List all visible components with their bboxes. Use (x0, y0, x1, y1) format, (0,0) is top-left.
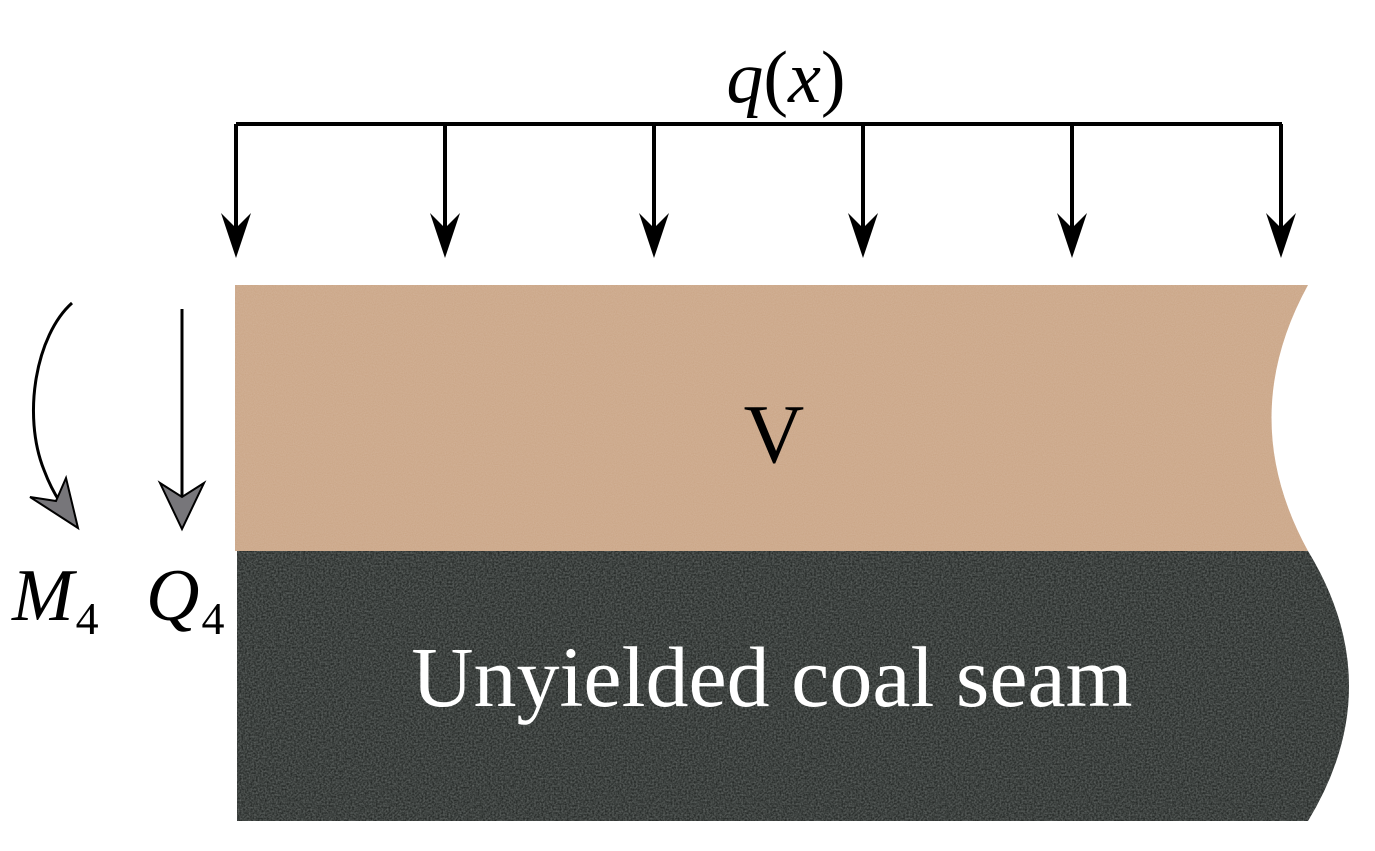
moment-arrow-curve (32, 301, 73, 503)
load-arrow-4 (848, 124, 878, 258)
moment-subscript: 4 (76, 593, 99, 644)
upper-layer-v (235, 285, 1308, 551)
load-variable: x (787, 37, 821, 119)
arrow-down-icon (1266, 213, 1296, 258)
arrow-down-icon (221, 213, 251, 258)
arrow-down-icon (1057, 213, 1087, 258)
coal-seam-label: Unyielded coal seam (411, 629, 1132, 725)
shear-subscript: 4 (201, 593, 224, 644)
shear-arrow-head (157, 480, 207, 532)
moment-symbol: M (11, 555, 78, 637)
moment-label: M4 (11, 555, 99, 644)
load-arrow-1 (221, 124, 251, 258)
arrow-down-icon (430, 213, 460, 258)
load-arrow-2 (430, 124, 460, 258)
coal-seam-layer (237, 551, 1349, 821)
coal-seam-texture (237, 551, 1349, 821)
upper-layer-texture (235, 285, 1308, 551)
shear-label: Q4 (146, 555, 224, 644)
shear-arrow-icon (157, 309, 207, 532)
load-symbol: q (726, 37, 763, 119)
arrow-down-icon (848, 213, 878, 258)
load-close-paren: ) (821, 37, 846, 119)
moment-arrow-head (29, 474, 80, 531)
arrow-down-icon (639, 213, 669, 258)
moment-arrow-icon (29, 301, 80, 531)
load-arrow-5 (1057, 124, 1087, 258)
load-label: q(x) (726, 37, 845, 119)
load-arrow-3 (639, 124, 669, 258)
shear-symbol: Q (146, 555, 199, 637)
upper-layer-label: V (744, 388, 805, 481)
load-arrows (221, 124, 1296, 258)
load-open-paren: ( (763, 37, 788, 119)
load-arrow-6 (1266, 124, 1296, 258)
